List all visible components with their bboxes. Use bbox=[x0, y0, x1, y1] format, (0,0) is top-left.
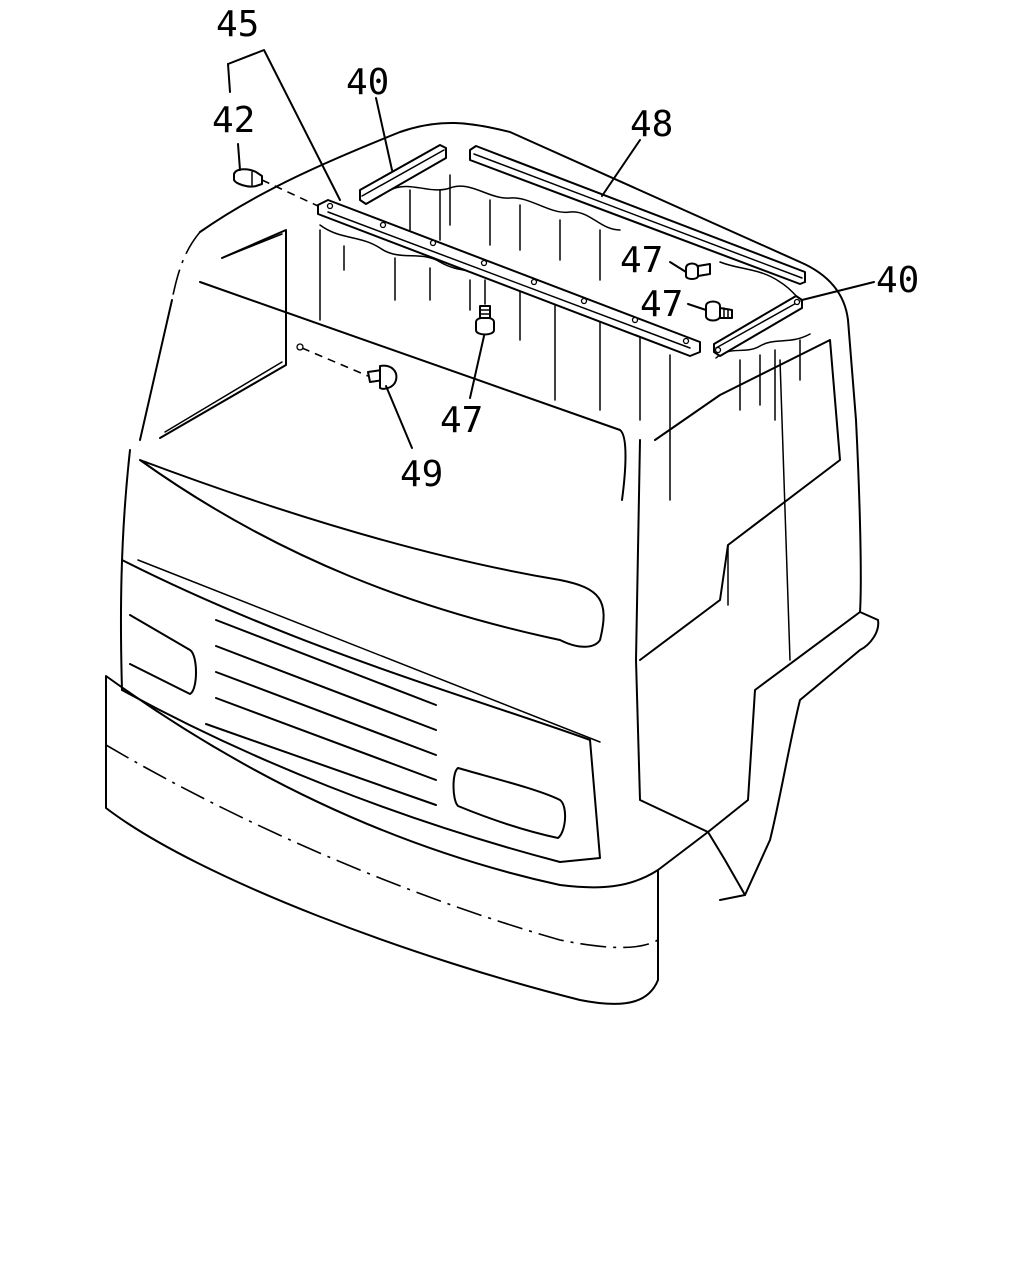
end-cap-42 bbox=[233, 168, 263, 188]
right-door-line bbox=[727, 359, 791, 661]
callout-47-mid: 47 bbox=[640, 284, 683, 325]
screw-47-mid bbox=[705, 300, 733, 322]
right-rear-step bbox=[657, 611, 861, 896]
roof-outline bbox=[199, 121, 849, 321]
callout-47-upper: 47 bbox=[620, 240, 663, 281]
left-window-frame bbox=[159, 229, 287, 439]
callout-42: 42 bbox=[212, 100, 255, 141]
callout-49: 49 bbox=[400, 454, 443, 495]
left-headlight bbox=[129, 614, 197, 695]
callout-labels: 45 42 40 48 47 47 40 47 49 bbox=[212, 4, 919, 495]
rear-rain-strip-48 bbox=[469, 145, 806, 285]
windshield-top-edge bbox=[199, 281, 627, 501]
callout-45: 45 bbox=[216, 4, 259, 45]
grille bbox=[137, 559, 601, 806]
windshield bbox=[139, 459, 605, 648]
right-door-edge bbox=[635, 439, 709, 833]
screw-47-center bbox=[475, 305, 495, 336]
front-rain-strip-45 bbox=[317, 199, 701, 357]
left-pillar-outer bbox=[139, 299, 173, 441]
callout-48: 48 bbox=[630, 104, 673, 145]
screw-47-upper bbox=[685, 262, 711, 280]
left-side-body bbox=[119, 449, 131, 691]
side-strip-40-left bbox=[359, 144, 447, 205]
right-side-body bbox=[719, 319, 880, 901]
left-window-inner bbox=[164, 233, 283, 433]
cab-body bbox=[105, 121, 880, 1005]
bumper bbox=[105, 675, 659, 1005]
roof-front-dash bbox=[171, 231, 201, 301]
right-headlight bbox=[452, 767, 566, 839]
clip-49 bbox=[367, 364, 398, 390]
side-strip-40-right bbox=[713, 295, 803, 357]
callout-40-right: 40 bbox=[876, 260, 919, 301]
front-face-panel bbox=[121, 559, 601, 863]
callout-40-left: 40 bbox=[346, 62, 389, 103]
callout-47-center: 47 bbox=[440, 400, 483, 441]
right-window bbox=[639, 339, 841, 661]
leader-lines bbox=[227, 49, 875, 449]
bumper-crease bbox=[105, 744, 659, 949]
